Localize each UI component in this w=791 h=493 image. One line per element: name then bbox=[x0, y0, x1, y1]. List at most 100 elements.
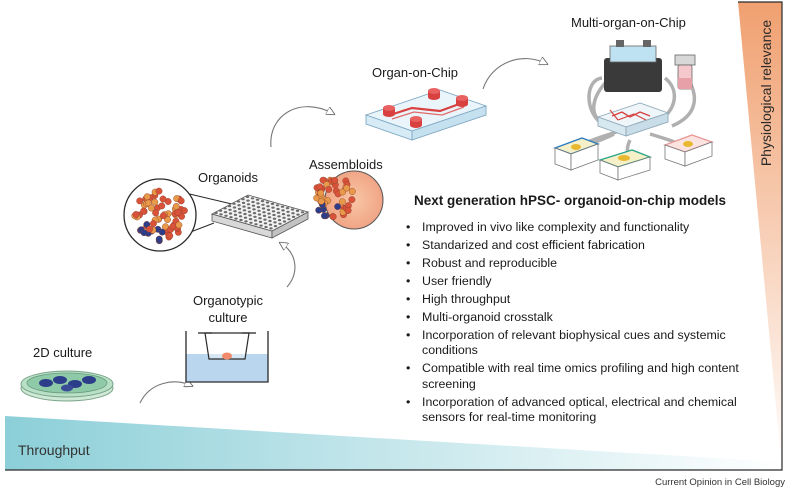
plate-well bbox=[214, 211, 218, 215]
organ-on-chip-label: Organ-on-Chip bbox=[372, 65, 458, 80]
plate-well bbox=[296, 213, 300, 216]
plate-well bbox=[273, 221, 277, 224]
plate-well bbox=[252, 208, 256, 211]
plate-well bbox=[245, 195, 250, 198]
assembloid bbox=[313, 170, 384, 230]
plate-well bbox=[276, 207, 280, 211]
plate-well bbox=[277, 215, 281, 218]
cell bbox=[136, 197, 144, 205]
plate-well bbox=[246, 203, 251, 206]
plate-well bbox=[258, 217, 262, 220]
models-heading: Next generation hPSC- organoid-on-chip m… bbox=[414, 193, 727, 208]
cell bbox=[339, 188, 346, 196]
cell bbox=[334, 203, 341, 211]
cell bbox=[174, 209, 182, 217]
organoids-label: Organoids bbox=[198, 170, 258, 185]
plate-well bbox=[267, 216, 272, 219]
feature-item: Incorporation of relevant biophysical cu… bbox=[404, 328, 776, 359]
progress-arrow-organotypic-to-organoids bbox=[278, 240, 299, 291]
plate-well bbox=[232, 202, 236, 205]
plate-well bbox=[271, 206, 275, 209]
plate-well bbox=[268, 223, 273, 226]
feature-item: Improved in vivo like complexity and fun… bbox=[404, 220, 776, 236]
plate-well bbox=[251, 204, 256, 207]
plate-well bbox=[259, 224, 263, 227]
plate-well bbox=[269, 227, 273, 230]
cell bbox=[319, 176, 327, 184]
plate-well bbox=[228, 208, 232, 211]
feature-item: Standarized and cost efficient fabricati… bbox=[404, 238, 776, 254]
plate-well bbox=[291, 215, 296, 218]
plate-well bbox=[271, 210, 276, 213]
cell bbox=[149, 220, 157, 228]
cell bbox=[180, 207, 188, 215]
plate-well bbox=[285, 207, 290, 210]
plate-well bbox=[223, 211, 228, 214]
plate-well bbox=[233, 213, 238, 216]
plate-well bbox=[242, 205, 246, 208]
plate-well bbox=[280, 205, 285, 208]
plate-well bbox=[286, 214, 291, 217]
plate-well bbox=[229, 216, 233, 219]
plate-well bbox=[257, 213, 262, 216]
feature-item: Robust and reproducible bbox=[404, 256, 776, 272]
progress-arrow-organoids-to-chip bbox=[267, 103, 336, 151]
plate-well bbox=[224, 214, 228, 217]
cell bbox=[348, 188, 356, 195]
feature-item: User friendly bbox=[404, 274, 776, 290]
organotypic-label-line1: Organotypic bbox=[192, 293, 264, 308]
organ-on-chip-device bbox=[364, 88, 488, 141]
plate-well bbox=[300, 211, 305, 214]
organoid-zoom bbox=[123, 178, 237, 252]
plate-well bbox=[248, 214, 252, 217]
plate-well bbox=[237, 207, 242, 210]
plate-well bbox=[273, 225, 278, 228]
plate-well bbox=[228, 212, 233, 215]
frame-border bbox=[5, 1, 783, 471]
plate-well bbox=[241, 198, 245, 201]
plate-well bbox=[258, 220, 263, 223]
plate-well bbox=[272, 217, 277, 220]
plate-well bbox=[243, 216, 248, 219]
plate-well bbox=[251, 200, 255, 204]
transwell-insert bbox=[185, 331, 269, 383]
cell bbox=[158, 202, 166, 210]
plate-well bbox=[256, 206, 261, 209]
features-list: Improved in vivo like complexity and fun… bbox=[404, 220, 776, 428]
throughput-wedge bbox=[5, 416, 782, 470]
plate-well bbox=[223, 207, 227, 210]
plate-well bbox=[265, 201, 270, 204]
feature-item: Multi-organoid crosstalk bbox=[404, 310, 776, 326]
cell bbox=[344, 207, 352, 214]
plate-well bbox=[254, 223, 258, 226]
cell bbox=[132, 211, 140, 218]
cell bbox=[317, 189, 325, 197]
plate-well bbox=[282, 216, 286, 219]
cell bbox=[140, 207, 148, 215]
cell bbox=[315, 206, 323, 214]
plate-well bbox=[233, 210, 237, 213]
progress-arrow-chip-to-multiorgan bbox=[479, 55, 549, 93]
feature-item: Incorporation of advanced optical, elect… bbox=[404, 395, 776, 426]
plate-well bbox=[237, 204, 241, 207]
cell bbox=[343, 184, 351, 192]
cell bbox=[143, 193, 151, 201]
plate-well bbox=[236, 200, 241, 203]
plate-well bbox=[266, 208, 271, 211]
cell bbox=[159, 195, 167, 203]
cell bbox=[155, 187, 163, 195]
plate-well bbox=[253, 219, 258, 222]
plate-well bbox=[267, 212, 271, 215]
plate-well bbox=[295, 209, 300, 212]
cell bbox=[317, 197, 325, 205]
physiological-axis-label: Physiological relevance bbox=[758, 19, 774, 167]
cell bbox=[166, 232, 174, 240]
plate-well bbox=[244, 220, 248, 223]
plate-well bbox=[252, 212, 257, 215]
cell bbox=[329, 213, 337, 221]
plate-well bbox=[239, 218, 243, 222]
organotypic-label-line2: culture bbox=[208, 310, 248, 325]
plate-well bbox=[260, 200, 265, 203]
plate-well bbox=[277, 219, 282, 222]
cell bbox=[159, 212, 167, 220]
